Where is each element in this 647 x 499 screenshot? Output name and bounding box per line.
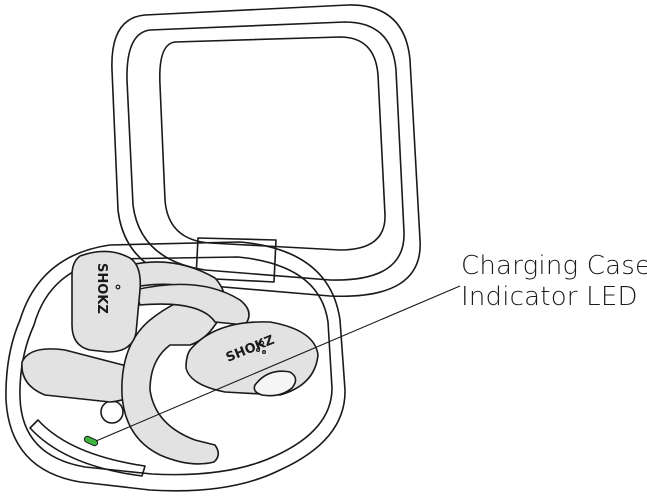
- case-latch: [101, 401, 123, 423]
- case-lid-rim: [127, 22, 404, 280]
- case-lid-window: [160, 37, 385, 250]
- callout-line-1: Charging Case: [461, 251, 647, 282]
- led-callout-label: Charging Case Indicator LED: [461, 251, 647, 313]
- callout-line-2: Indicator LED: [461, 282, 647, 313]
- earbud-left-brand: SHOKZ: [94, 263, 109, 314]
